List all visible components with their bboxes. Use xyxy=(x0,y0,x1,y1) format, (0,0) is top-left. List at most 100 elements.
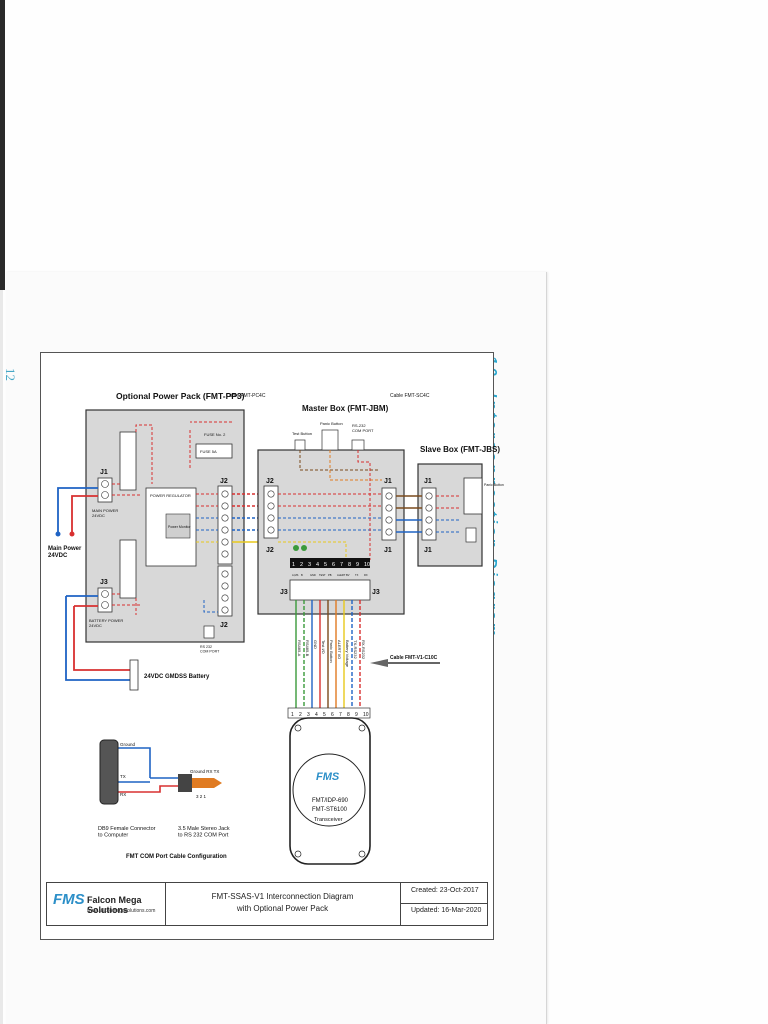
battery-label: 24VDC GMDSS Battery xyxy=(144,674,210,680)
power-monitor xyxy=(165,513,191,539)
db9-connector xyxy=(99,739,119,805)
master-pin-label: ALERT xyxy=(337,573,346,577)
transceiver-body xyxy=(289,717,371,865)
created-date: Created: 23-Oct-2017 xyxy=(411,887,479,894)
master-pin-number: 3 xyxy=(308,562,311,568)
panic-button-label: Panic Button xyxy=(320,421,343,426)
master-pin-label: PB xyxy=(328,573,332,577)
title-block-dates: Created: 23-Oct-2017 Updated: 16-Mar-202… xyxy=(401,883,487,925)
connector-pin-number: 10 xyxy=(363,712,369,718)
slave-j1-label: J1 xyxy=(424,478,432,485)
com-tx-label: TX xyxy=(120,774,126,779)
slave-panic-label: Panic Button xyxy=(484,483,504,487)
jack-body xyxy=(178,774,192,792)
master-j3-label: J3 xyxy=(280,589,288,596)
wire-label: RS485-B xyxy=(305,640,310,657)
master-com-port xyxy=(351,439,365,451)
fuse-box-label: FUSE No. 2 xyxy=(204,432,226,437)
title-block-logo: FMS Falcon Mega Solutions www.falconmega… xyxy=(47,883,166,925)
fuse-main xyxy=(119,431,137,491)
monitor-label: Power Monitor xyxy=(168,525,191,529)
title-line-1: FMT-SSAS-V1 Interconnection Diagram xyxy=(211,892,354,901)
connector-pin-number: 8 xyxy=(347,712,350,718)
wire-label: RS485-A xyxy=(297,640,302,657)
transceiver-model-1: FMT/IDP-690 xyxy=(312,798,349,804)
master-j2-label: J2 xyxy=(266,478,274,485)
wire-label: ALERT I/O xyxy=(337,640,342,659)
jack-pin-numbers: 3 2 1 xyxy=(196,794,207,799)
wire-label: TX-RS232 xyxy=(353,640,358,659)
company-logo: FMS xyxy=(53,891,85,908)
master-j1-terminal xyxy=(381,487,397,541)
regulator-label: POWER REGULATOR xyxy=(150,493,191,498)
jack-pin-labels: Ground RX TX xyxy=(190,769,219,774)
master-pin-number: 1 xyxy=(292,562,295,568)
master-pin-label: A,MS xyxy=(292,573,299,577)
transceiver-cable-label: Cable FMT-V1-C10C xyxy=(390,655,438,661)
company-url: www.falconmegasolutions.com xyxy=(87,908,156,914)
master-pin-label: TEST xyxy=(319,573,326,577)
master-j3-terminal xyxy=(289,579,371,601)
master-pin-number: 6 xyxy=(332,562,335,568)
master-pin-label: TX xyxy=(355,573,359,577)
master-pin-number: 9 xyxy=(356,562,359,568)
test-button-label: Test Button xyxy=(292,431,312,436)
wire-label: Battery Voltage xyxy=(345,640,350,668)
transceiver-logo: FMS xyxy=(316,771,340,783)
scan-light-edge xyxy=(0,290,3,1024)
master-pin-number: 4 xyxy=(316,562,319,568)
fuse-spare-label: FUSE 5A xyxy=(200,449,217,454)
connector-pin-number: 5 xyxy=(323,712,326,718)
connector-pin-number: 9 xyxy=(355,712,358,718)
wire-label: Test I/O xyxy=(321,640,326,654)
wire-label: Panic Button xyxy=(329,640,334,663)
test-button xyxy=(294,439,306,451)
master-pin-label: B xyxy=(301,573,303,577)
master-pin-number: 7 xyxy=(340,562,343,568)
connector-pin-number: 3 xyxy=(307,712,310,718)
master-j1-label: J1 xyxy=(384,478,392,485)
pp-j2b-label: J2 xyxy=(220,622,228,629)
power-pack-title: Optional Power Pack (FMT-PP3) xyxy=(116,391,245,401)
title-block: FMS Falcon Mega Solutions www.falconmega… xyxy=(46,882,488,926)
connector-pin-number: 4 xyxy=(315,712,318,718)
jack-plug xyxy=(192,778,214,788)
power-pack-cable-label: Cable FMT-PC4C xyxy=(226,393,266,399)
master-j3b-label: J3 xyxy=(372,589,380,596)
updated-date: Updated: 16-Mar-2020 xyxy=(411,907,482,914)
company-name: Falcon Mega Solutions xyxy=(87,895,142,915)
master-j2-terminal xyxy=(263,485,279,539)
connector-pin-number: 2 xyxy=(299,712,302,718)
pp-com-port xyxy=(203,625,215,639)
connector-pin-number: 1 xyxy=(291,712,294,718)
slave-box-title: Slave Box (FMT-JBS) xyxy=(420,445,500,454)
master-j1b-label: J1 xyxy=(384,547,392,554)
com-rx-label: RX xyxy=(120,792,126,797)
pp-j2-terminal xyxy=(217,485,233,565)
master-box-title: Master Box (FMT-JBM) xyxy=(302,404,389,413)
slave-com-port xyxy=(465,527,477,543)
master-pin-number: 8 xyxy=(348,562,351,568)
pp-j1-label: J1 xyxy=(100,469,108,476)
master-pin-label: GND xyxy=(310,573,316,577)
master-pin-number: 5 xyxy=(324,562,327,568)
com-ground-label: Ground xyxy=(120,742,136,747)
com-cable-caption: FMT COM Port Cable Configuration xyxy=(126,854,227,860)
battery-icon xyxy=(129,659,139,691)
panic-button xyxy=(321,429,339,451)
transceiver-name: Transceiver xyxy=(314,817,343,823)
master-j3-pin-strip xyxy=(290,558,370,568)
title-block-title: FMT-SSAS-V1 Interconnection Diagram with… xyxy=(165,883,401,925)
slave-panic-button xyxy=(463,477,483,515)
master-pin-label: BV xyxy=(346,573,350,577)
pp-j2-lower-terminal xyxy=(217,565,233,617)
master-j2b-label: J2 xyxy=(266,547,274,554)
pp-j2-label: J2 xyxy=(220,478,228,485)
title-line-2: with Optional Power Pack xyxy=(236,904,329,913)
